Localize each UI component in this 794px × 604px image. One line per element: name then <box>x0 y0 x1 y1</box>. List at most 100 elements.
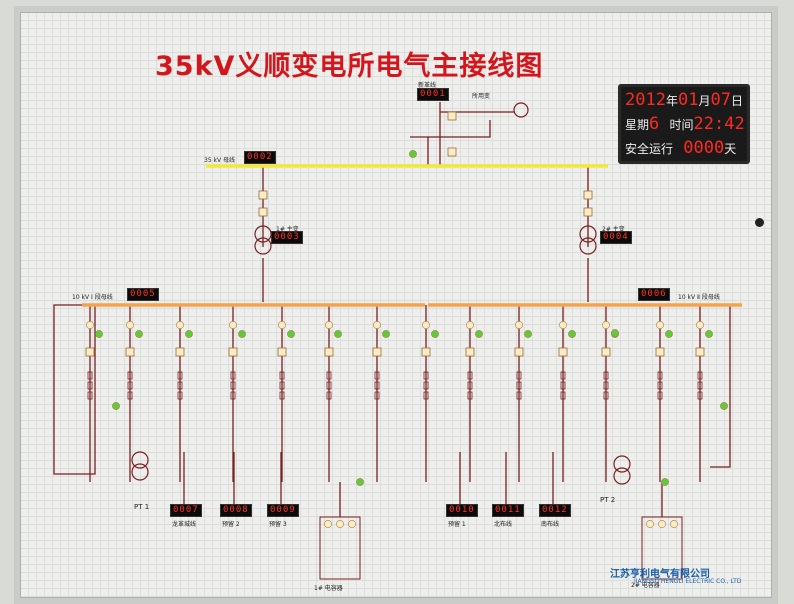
pt2-symbol <box>613 455 631 473</box>
lamp-line-in <box>409 150 417 158</box>
tx2-counter: 0004 <box>600 231 632 244</box>
line-in-counter: 0001 <box>417 88 449 101</box>
bay-fuse <box>516 391 522 400</box>
bay-lamp-green <box>665 330 673 338</box>
indicator-lamp <box>611 329 619 337</box>
indicator-lamp <box>720 402 728 410</box>
bay-fuse <box>326 381 332 390</box>
bay-fuse <box>697 391 703 400</box>
bus10-1-label: 10 kV Ⅰ 段母线 <box>72 294 113 301</box>
year-value: 2012 <box>625 90 666 110</box>
bay-fuse <box>560 391 566 400</box>
bay-fuse <box>87 371 93 380</box>
bay-fuse <box>697 381 703 390</box>
mimic-board: 35kV义顺变电所电气主接线图 2012年01月07日 星期6 时间22:42 … <box>14 6 778 604</box>
tx1-counter: 0003 <box>271 231 303 244</box>
indicator-lamp <box>356 478 364 486</box>
bay-fuse <box>467 371 473 380</box>
bay-lamp <box>696 321 704 329</box>
bay-lamp <box>466 321 474 329</box>
station-tx-label: 所用变 <box>472 93 491 100</box>
bay-lamp <box>229 321 237 329</box>
cap2-lamp <box>658 520 666 528</box>
bay-fuse <box>374 391 380 400</box>
day-unit: 日 <box>730 94 743 108</box>
bay-fuse <box>177 391 183 400</box>
bay-lamp-green <box>334 330 342 338</box>
bay-lamp <box>325 321 333 329</box>
feeder-counter: 0012 <box>539 504 571 517</box>
bay-fuse <box>603 381 609 390</box>
time-value: 22:42 <box>693 114 745 134</box>
bay-lamp-green <box>705 330 713 338</box>
bay-fuse <box>603 391 609 400</box>
feeder-counter: 0008 <box>220 504 252 517</box>
bay-lamp-green <box>135 330 143 338</box>
feeder-label: 预留 2 <box>222 521 240 528</box>
bus10-2-counter: 0006 <box>638 288 670 301</box>
tx1-symbol-lower <box>254 237 272 255</box>
bay-lamp <box>278 321 286 329</box>
bay-breaker <box>85 347 95 357</box>
bay-fuse <box>423 371 429 380</box>
switch-1238 <box>447 111 457 121</box>
bay-breaker <box>372 347 382 357</box>
right-loop-wire <box>710 305 731 468</box>
bay-fuse <box>230 371 236 380</box>
bay-breaker <box>324 347 334 357</box>
bay-fuse <box>177 371 183 380</box>
station-tx-symbol <box>513 102 529 118</box>
bus10-2-label: 10 kV Ⅱ 段母线 <box>678 294 720 301</box>
bay-fuse <box>657 371 663 380</box>
indicator-lamp <box>112 402 120 410</box>
cap1-label: 1# 电容器 <box>314 585 343 592</box>
bay-fuse <box>127 381 133 390</box>
pt2-symbol-lower <box>613 467 631 485</box>
tx2-isolator <box>583 207 593 217</box>
bay-breaker <box>655 347 665 357</box>
bay-fuse <box>657 381 663 390</box>
selector-knob[interactable] <box>755 218 764 227</box>
bay-lamp <box>373 321 381 329</box>
bay-lamp <box>602 321 610 329</box>
feeder-counter: 0011 <box>492 504 524 517</box>
bay-lamp <box>656 321 664 329</box>
bay-lamp-green <box>238 330 246 338</box>
tx1-breaker <box>258 190 268 200</box>
cap2-frame <box>641 516 683 580</box>
bus35-counter: 0002 <box>244 151 276 164</box>
bay-fuse <box>374 371 380 380</box>
pt1-symbol-lower <box>131 463 149 481</box>
bay-fuse <box>603 371 609 380</box>
pt2-label: PT 2 <box>600 496 616 504</box>
bay-lamp <box>559 321 567 329</box>
bay-fuse <box>279 391 285 400</box>
year-unit: 年 <box>665 94 678 108</box>
bay-fuse <box>177 381 183 390</box>
tx2-breaker <box>583 190 593 200</box>
left-loop-wire <box>53 304 98 475</box>
cap2-label: 2# 电容器 <box>631 582 660 589</box>
indicator-lamp <box>661 478 669 486</box>
date-row: 2012年01月07日 <box>625 90 743 110</box>
tx2-label: 2# 主变 <box>602 226 625 233</box>
feeder-label: 预留 3 <box>269 521 287 528</box>
bay-fuse <box>127 391 133 400</box>
bay-breaker <box>175 347 185 357</box>
bay-lamp-green <box>568 330 576 338</box>
feeder-counter: 0010 <box>446 504 478 517</box>
feeder-counter: 0007 <box>170 504 202 517</box>
pt1-symbol <box>131 451 149 469</box>
bay-fuse <box>467 381 473 390</box>
bay-breaker <box>558 347 568 357</box>
month-value: 01 <box>677 90 699 110</box>
diagram-title: 35kV义顺变电所电气主接线图 <box>155 51 544 82</box>
company-name-en: JIANGSU HENGLI ELECTRIC CO., LTD <box>634 578 742 585</box>
tx1-isolator <box>258 207 268 217</box>
bay-breaker <box>514 347 524 357</box>
clock-panel: 2012年01月07日 星期6 时间22:42 安全运行 0000天 <box>618 84 750 164</box>
bay-fuse <box>697 371 703 380</box>
day-value: 07 <box>710 90 731 110</box>
bay-fuse <box>423 381 429 390</box>
bay-fuse <box>230 381 236 390</box>
